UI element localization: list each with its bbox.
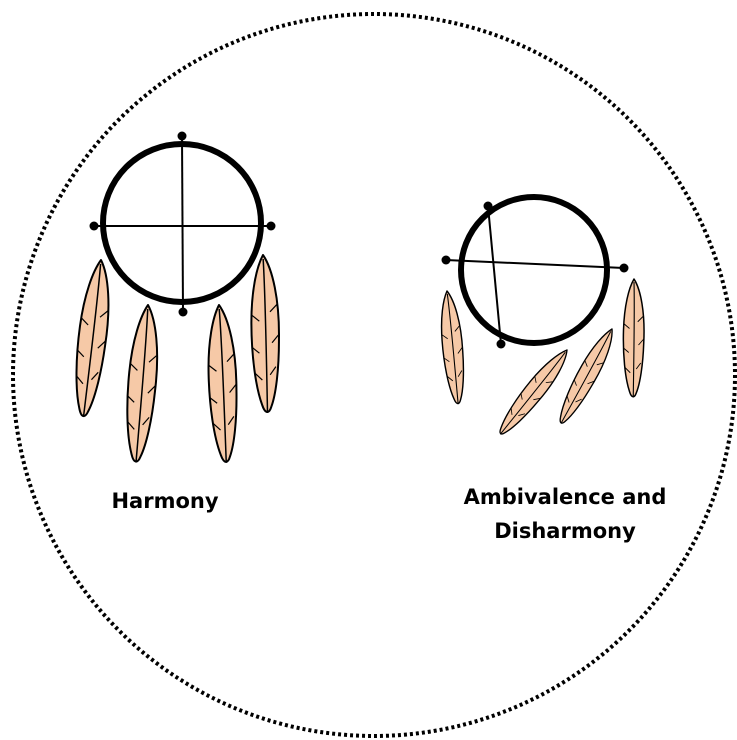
harmony-node-bottom xyxy=(179,308,188,317)
harmony-node-left xyxy=(90,222,99,231)
harmony-label: Harmony xyxy=(95,484,235,518)
harmony-label-text: Harmony xyxy=(111,489,218,513)
harmony-feather-2 xyxy=(123,304,162,464)
disharmony-dreamcatcher-icon xyxy=(437,197,644,440)
harmony-node-right xyxy=(267,222,276,231)
disharmony-horizontal-cross xyxy=(446,260,624,268)
disharmony-vertical-cross xyxy=(488,206,501,344)
disharmony-feather-4 xyxy=(623,279,644,398)
disharmony-node-left xyxy=(442,256,451,265)
harmony-feather-1 xyxy=(70,259,114,419)
harmony-dreamcatcher-icon xyxy=(70,132,282,464)
disharmony-label: Ambivalence and Disharmony xyxy=(440,480,690,548)
disharmony-label-line1: Ambivalence and xyxy=(440,480,690,514)
disharmony-label-line2: Disharmony xyxy=(440,514,690,548)
harmony-node-top xyxy=(178,132,187,141)
disharmony-node-bottom xyxy=(497,340,506,349)
harmony-vertical-cross xyxy=(182,136,183,312)
harmony-feather-3 xyxy=(205,304,241,463)
disharmony-feather-1 xyxy=(437,290,469,405)
disharmony-hoop xyxy=(461,197,607,343)
harmony-feather-4 xyxy=(249,255,282,414)
disharmony-node-right xyxy=(620,264,629,273)
disharmony-feather-2 xyxy=(493,344,574,440)
disharmony-node-top xyxy=(484,202,493,211)
